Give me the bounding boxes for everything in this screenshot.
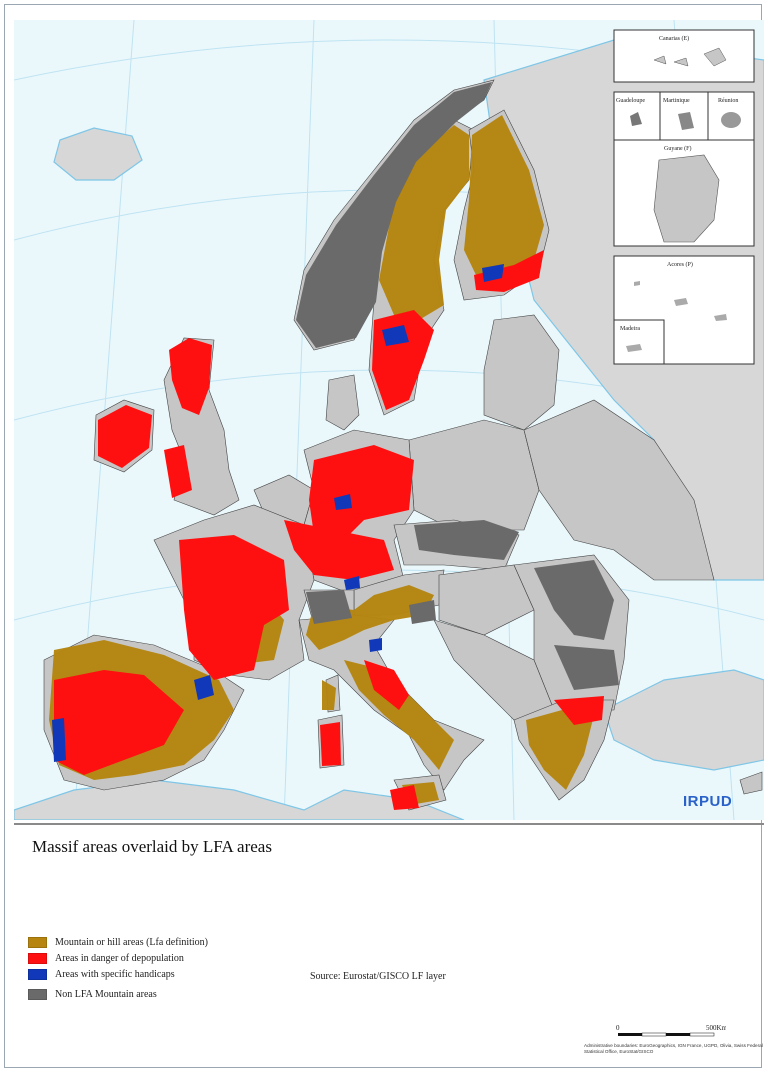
mountain-apennines <box>344 660 454 770</box>
nonlfa-alps <box>306 590 352 624</box>
cyprus <box>739 771 763 795</box>
legend-label-depopulation: Areas in danger of depopulation <box>55 953 184 964</box>
handicap-germany <box>334 494 352 510</box>
depop-wales <box>164 445 192 498</box>
depop-iberia <box>54 670 184 775</box>
inset-guyane: Guyane (F) <box>613 139 755 247</box>
legend-swatch-depopulation <box>28 953 47 964</box>
non-lfa-mountain-areas <box>296 82 619 690</box>
inset-guadeloupe-label: Guadeloupe <box>616 98 645 104</box>
legend-swatch-handicap <box>28 969 47 980</box>
legend-swatch-nonlfa <box>28 989 47 1000</box>
hungary <box>438 564 535 636</box>
legend-item-mountain: Mountain or hill areas (Lfa definition) <box>28 937 208 948</box>
legend-label-mountain: Mountain or hill areas (Lfa definition) <box>55 937 209 948</box>
turkey <box>603 669 764 771</box>
legend-item-handicap: Areas with specific handicaps <box>28 969 175 980</box>
handicap-portugal <box>52 718 66 762</box>
europe-map: Canarias (E) Guadeloupe Martinique Réuni… <box>14 20 764 820</box>
legend-item-nonlfa: Non LFA Mountain areas <box>28 989 157 1000</box>
legend-title: Massif areas overlaid by LFA areas <box>32 837 272 856</box>
source-note: Source: Eurostat/GISCO LF layer <box>310 971 446 982</box>
depop-scotland <box>169 338 212 415</box>
poland <box>408 419 540 531</box>
scale-bar: 0 500Km <box>616 1024 726 1037</box>
nonlfa-norway <box>296 82 492 348</box>
depop-ireland <box>98 405 152 468</box>
iceland <box>53 127 143 181</box>
depop-sicily <box>390 785 419 810</box>
legend-panel: Massif areas overlaid by LFA areas Mount… <box>14 823 764 1071</box>
legend-label-nonlfa: Non LFA Mountain areas <box>55 989 157 1000</box>
mountain-finland <box>464 115 544 275</box>
scale-end: 500Km <box>706 1024 726 1032</box>
mountain-sardinia <box>322 680 336 710</box>
inset-reunion: Réunion <box>707 91 755 141</box>
depop-france <box>179 535 289 680</box>
mountain-greece <box>526 710 594 790</box>
nonlfa-carpathians <box>534 560 614 640</box>
inset-guadeloupe: Guadeloupe <box>613 91 661 141</box>
inset-maps: Canarias (E) Guadeloupe Martinique Réuni… <box>613 29 755 365</box>
inset-canarias-label: Canarias (E) <box>659 35 689 42</box>
depop-germany <box>309 445 414 540</box>
mountain-alps <box>306 585 434 650</box>
depop-greece <box>554 696 604 725</box>
handicap-finland <box>482 264 504 282</box>
inset-martinique: Martinique <box>659 91 709 141</box>
legend-item-depopulation: Areas in danger of depopulation <box>28 953 184 964</box>
denmark <box>325 374 360 431</box>
legend-label-handicap: Areas with specific handicaps <box>55 969 175 980</box>
handicap-iberia <box>194 675 214 700</box>
handicap-sweden <box>382 325 409 346</box>
inset-acores: Acores (P) Madeira <box>613 255 755 365</box>
depop-germany-south <box>284 520 394 580</box>
eastern-europe <box>523 399 715 581</box>
mountain-sweden <box>379 125 469 320</box>
depop-italy <box>364 660 409 710</box>
specific-handicap-areas <box>52 264 504 762</box>
nonlfa-slovenia <box>409 600 436 624</box>
depop-sardinia <box>320 722 341 766</box>
nonlfa-czech <box>414 520 519 560</box>
inset-acores-label: Acores (P) <box>667 261 693 268</box>
inset-canarias: Canarias (E) <box>613 29 755 83</box>
baltics <box>483 314 560 431</box>
inset-martinique-label: Martinique <box>663 98 690 104</box>
inset-guyane-label: Guyane (F) <box>664 145 692 152</box>
inset-madeira-label: Madeira <box>620 326 640 332</box>
irpud-logo: IRPUD <box>683 793 733 810</box>
scale-start: 0 <box>616 1024 620 1032</box>
nonlfa-balkans <box>554 645 619 690</box>
legend-swatch-mountain <box>28 937 47 948</box>
admin-boundaries-note: Administrative boundaries: EuroGeographi… <box>584 1043 763 1054</box>
handicap-germany-2 <box>344 576 360 590</box>
inset-reunion-label: Réunion <box>718 98 738 104</box>
depop-finland-south <box>474 250 544 292</box>
handicap-italy <box>369 638 382 652</box>
